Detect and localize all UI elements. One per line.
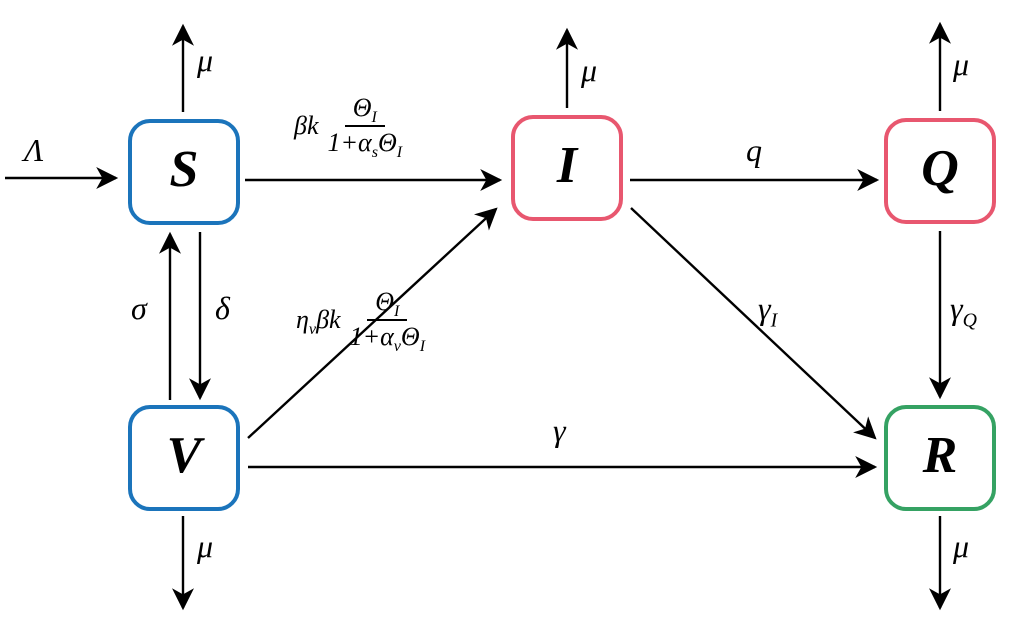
node-R: R (884, 405, 996, 511)
label-q: q (746, 132, 762, 168)
rate-prefix: ηvβk (296, 304, 341, 338)
node-V: V (128, 405, 240, 511)
label-lambda: Λ (24, 132, 44, 168)
node-Q-label: Q (921, 140, 959, 197)
node-I-label: I (556, 137, 578, 194)
rate-fraction: ΘI 1+αvΘI (349, 287, 426, 355)
label-mu-Q: μ (953, 46, 970, 82)
label-mu-R: μ (953, 528, 970, 564)
label-mu-I: μ (581, 52, 598, 88)
arrow-I-to-R (630, 207, 877, 440)
arrow-V-to-I (247, 207, 498, 439)
label-mu-V: μ (197, 528, 214, 564)
label-delta: δ (215, 290, 230, 326)
node-S-label: S (169, 141, 199, 198)
rate-prefix: βk (294, 110, 319, 140)
node-R-label: R (922, 427, 958, 484)
label-S-to-I-rate: βk ΘI 1+αsΘI (294, 93, 406, 161)
rate-fraction: ΘI 1+αsΘI (327, 93, 403, 161)
label-mu-S: μ (197, 42, 214, 78)
node-S: S (128, 119, 240, 225)
label-V-to-I-rate: ηvβk ΘI 1+αvΘI (296, 287, 429, 355)
label-gamma: γ (553, 412, 566, 448)
node-I: I (511, 115, 623, 221)
node-Q: Q (884, 118, 996, 224)
label-sigma: σ (131, 290, 147, 326)
label-gamma-I: γI (758, 290, 778, 332)
node-V-label: V (166, 427, 202, 484)
label-gamma-Q: γQ (950, 290, 977, 332)
